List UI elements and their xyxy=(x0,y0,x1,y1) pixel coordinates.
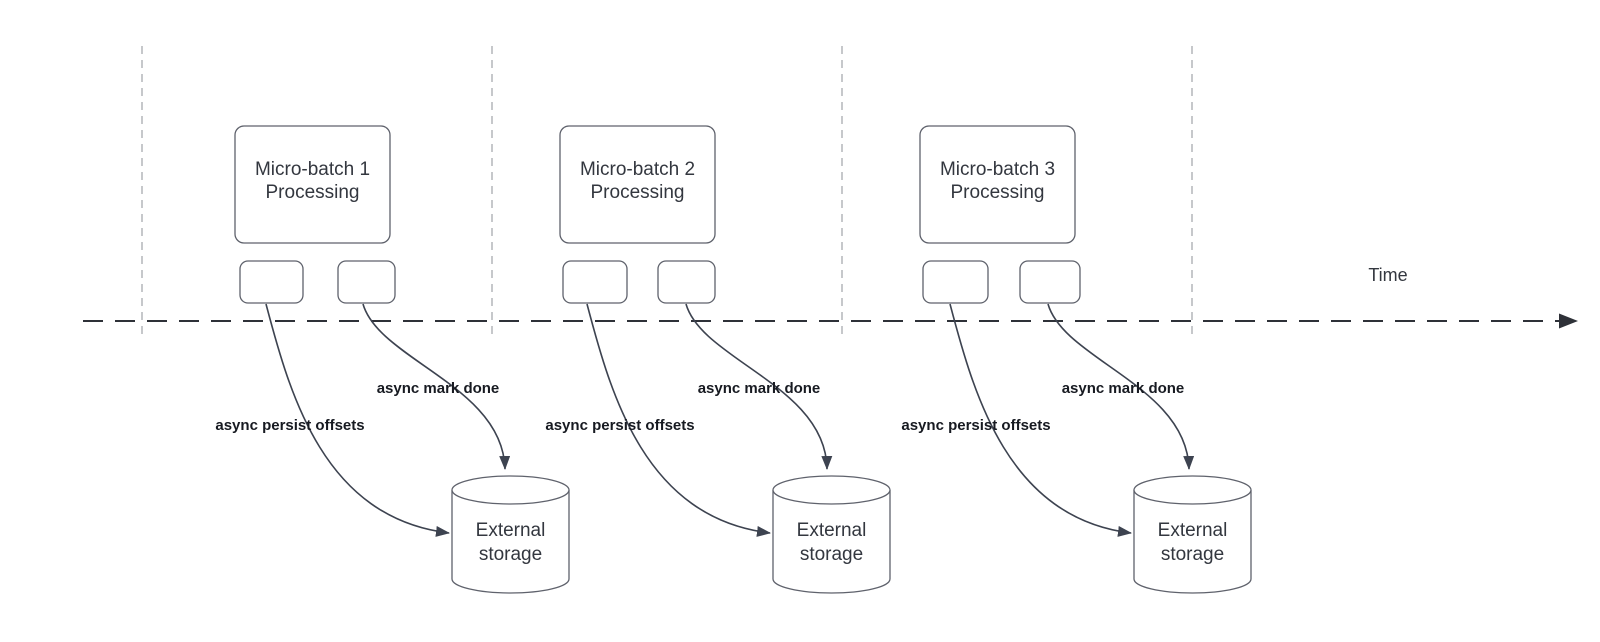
micro-batch-title-line2: Processing xyxy=(266,182,360,203)
persist-offsets-arrow xyxy=(586,303,771,537)
micro-batch-box xyxy=(234,125,391,244)
persist-offsets-arrow xyxy=(265,303,450,537)
external-storage-cylinder: External storage xyxy=(772,475,891,594)
cylinder-body xyxy=(451,490,570,594)
persist-offsets-label: async persist offsets xyxy=(545,417,694,434)
micro-batch-box xyxy=(919,125,1076,244)
mark-done-label: async mark done xyxy=(698,380,821,397)
mark-done-label: async mark done xyxy=(1062,380,1185,397)
cylinder-top xyxy=(1133,475,1252,505)
persist-offsets-arrow xyxy=(949,303,1132,537)
persist-offsets-task-box xyxy=(239,260,304,304)
storage-label-line2: storage xyxy=(479,544,542,565)
batch-1-section: Micro-batch 1 Processing async persist o… xyxy=(215,125,570,594)
micro-batch-title-line1: Micro-batch 3 xyxy=(940,159,1055,180)
external-storage-cylinder: External storage xyxy=(1133,475,1252,594)
mark-done-task-box xyxy=(337,260,396,304)
timeline-label: Time xyxy=(1368,265,1407,285)
time-interval-dividers xyxy=(141,46,1193,338)
persist-offsets-task-box xyxy=(922,260,989,304)
micro-batch-box xyxy=(559,125,716,244)
storage-label-line1: External xyxy=(1158,520,1228,541)
mark-done-task-box xyxy=(1019,260,1081,304)
storage-label-line2: storage xyxy=(800,544,863,565)
persist-offsets-label: async persist offsets xyxy=(215,417,364,434)
mark-done-arrow xyxy=(685,303,833,470)
batch-3-section: Micro-batch 3 Processing async persist o… xyxy=(901,125,1252,594)
storage-label-line1: External xyxy=(476,520,546,541)
timeline-axis-group: Time xyxy=(83,265,1578,329)
mark-done-arrow xyxy=(362,303,511,470)
cylinder-body xyxy=(772,490,891,594)
persist-offsets-label: async persist offsets xyxy=(901,417,1050,434)
micro-batch-title-line2: Processing xyxy=(591,182,685,203)
mark-done-task-box xyxy=(657,260,716,304)
cylinder-top xyxy=(451,475,570,505)
persist-offsets-task-box xyxy=(562,260,628,304)
micro-batch-title-line1: Micro-batch 1 xyxy=(255,159,370,180)
cylinder-top xyxy=(772,475,891,505)
external-storage-cylinder: External storage xyxy=(451,475,570,594)
cylinder-body xyxy=(1133,490,1252,594)
mark-done-label: async mark done xyxy=(377,380,500,397)
mark-done-arrow xyxy=(1047,303,1195,470)
timeline-arrowhead-icon xyxy=(1559,313,1578,329)
micro-batch-title-line2: Processing xyxy=(951,182,1045,203)
batch-2-section: Micro-batch 2 Processing async persist o… xyxy=(545,125,891,594)
storage-label-line2: storage xyxy=(1161,544,1224,565)
storage-label-line1: External xyxy=(797,520,867,541)
micro-batch-title-line1: Micro-batch 2 xyxy=(580,159,695,180)
